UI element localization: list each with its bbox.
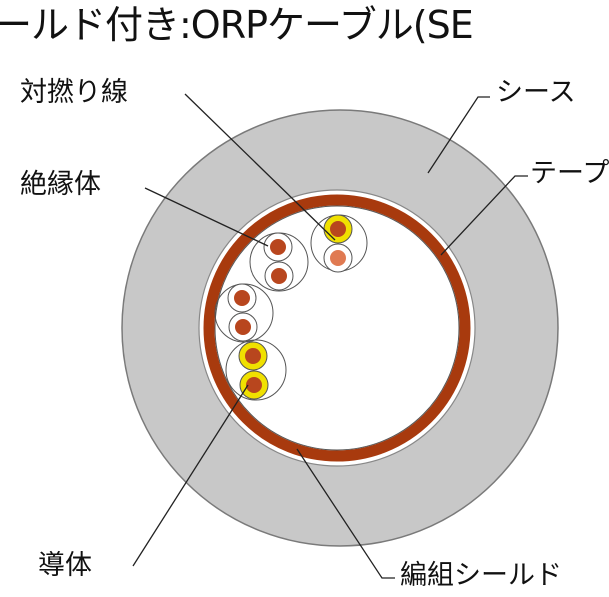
sheath-leader xyxy=(427,96,490,174)
leader-lines xyxy=(132,93,528,579)
tape-leader xyxy=(440,175,528,256)
twisted-pair-3 xyxy=(214,283,274,343)
diagram-title: ールド付き:ORPケーブル(SE xyxy=(0,3,473,47)
braided-shield-leader xyxy=(296,448,395,579)
label-sheath: シース xyxy=(496,77,576,108)
label-braided-shield: 編組シールド xyxy=(400,560,562,591)
conductor xyxy=(235,319,251,335)
label-insulator: 絶縁体 xyxy=(20,169,101,200)
label-conductor: 導体 xyxy=(38,550,92,581)
conductor-leader xyxy=(132,384,249,567)
twisted-pair-leader xyxy=(184,93,336,241)
twisted-pair-2 xyxy=(249,232,309,292)
conductor xyxy=(270,239,286,255)
label-tape: テープ xyxy=(530,158,609,189)
conductor xyxy=(234,290,250,306)
label-twisted-pair: 対撚り線 xyxy=(20,77,128,108)
conductor xyxy=(330,250,346,266)
conductor xyxy=(330,221,346,237)
conductor xyxy=(271,268,287,284)
conductor xyxy=(246,377,262,393)
braided-shield-ring xyxy=(203,194,471,462)
twisted-pair-4 xyxy=(225,339,287,401)
conductor xyxy=(245,348,261,364)
pair-boundary xyxy=(225,339,287,401)
insulator-leader xyxy=(144,187,269,247)
